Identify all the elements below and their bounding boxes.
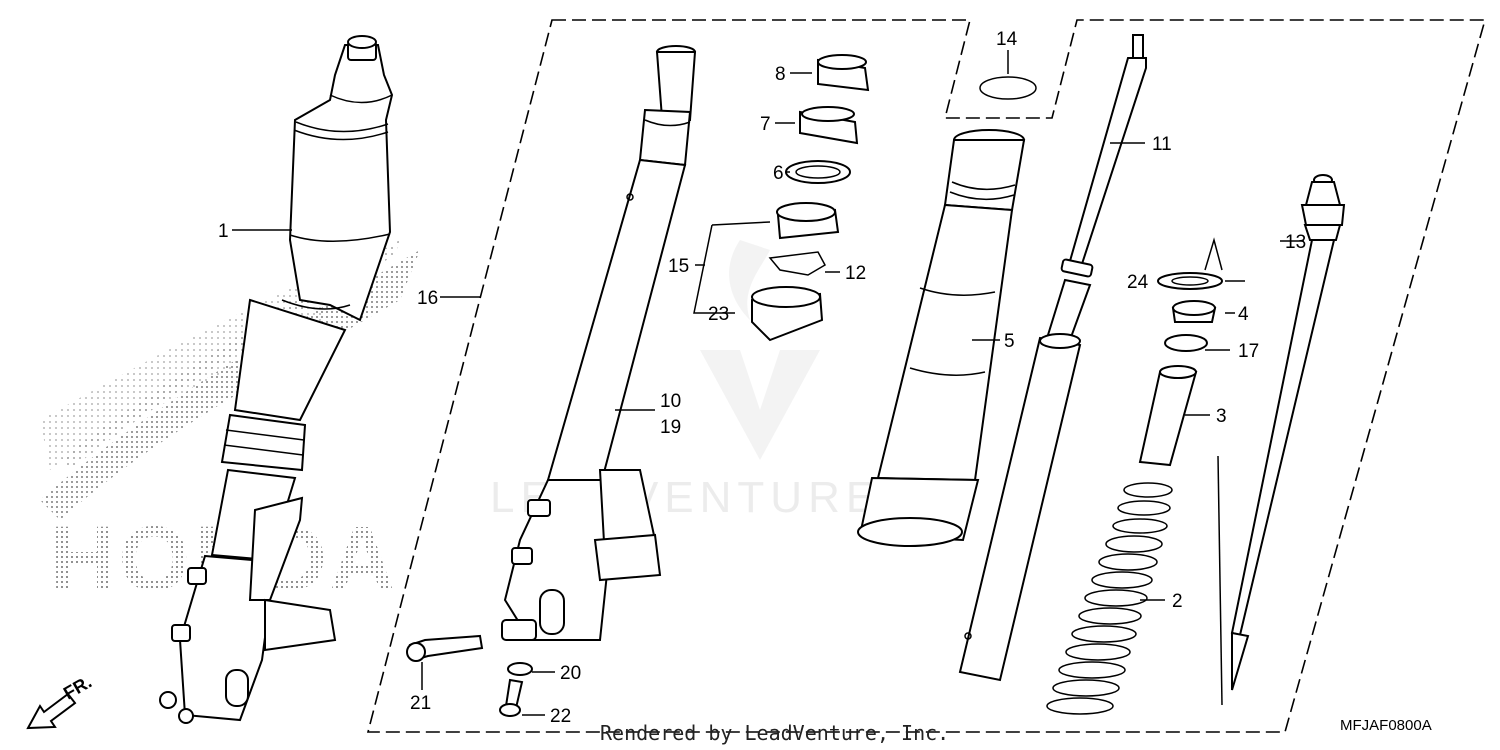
callout-7: 7 — [760, 114, 771, 135]
fork-tube-part-5 — [857, 129, 1026, 547]
bolt-part-21 — [406, 634, 484, 662]
callout-8: 8 — [775, 64, 786, 85]
callout-1: 1 — [218, 221, 229, 242]
callout-15: 15 — [668, 256, 689, 277]
callout-24: 24 — [1127, 272, 1149, 293]
fork-cap-part-13 — [1230, 174, 1346, 691]
callout-2: 2 — [1172, 591, 1183, 612]
leader-lines — [232, 50, 1304, 716]
callout-labels: 1 2 3 4 5 6 7 8 10 11 12 13 14 15 16 17 … — [218, 29, 1306, 727]
diagram-code: MFJAF0800A — [1340, 717, 1432, 734]
callout-11: 11 — [1152, 134, 1172, 155]
callout-23: 23 — [708, 304, 729, 325]
bolt-part-22 — [499, 678, 524, 717]
arrow-down-left-icon — [26, 692, 77, 730]
damper-rod-part-11 — [958, 34, 1147, 682]
callout-14: 14 — [996, 29, 1018, 50]
seal-stack — [751, 54, 870, 342]
callout-5: 5 — [1004, 331, 1015, 352]
callout-12: 12 — [845, 263, 866, 284]
callout-4: 4 — [1238, 304, 1249, 325]
spring-stack — [1046, 237, 1223, 715]
washer-part-20 — [507, 662, 533, 676]
exploded-view-boundary — [366, 19, 1487, 733]
callout-17: 17 — [1238, 341, 1259, 362]
callout-20: 20 — [560, 663, 581, 684]
outer-tube-part-10-19 — [501, 45, 697, 641]
callout-19: 19 — [660, 417, 681, 438]
callout-21: 21 — [410, 693, 431, 714]
callout-3: 3 — [1216, 406, 1227, 427]
callout-6: 6 — [773, 163, 784, 184]
callout-22: 22 — [550, 706, 571, 727]
callout-16: 16 — [417, 288, 438, 309]
coil-spring-part-2 — [1046, 482, 1173, 715]
front-fork-assembly — [159, 35, 394, 724]
callout-10: 10 — [660, 391, 681, 412]
callout-13: 13 — [1285, 232, 1306, 253]
footer-rendered-by: Rendered by LeadVenture, Inc. — [600, 721, 949, 745]
circlip-part-14 — [979, 76, 1037, 100]
front-direction-indicator: FR. — [26, 672, 95, 730]
